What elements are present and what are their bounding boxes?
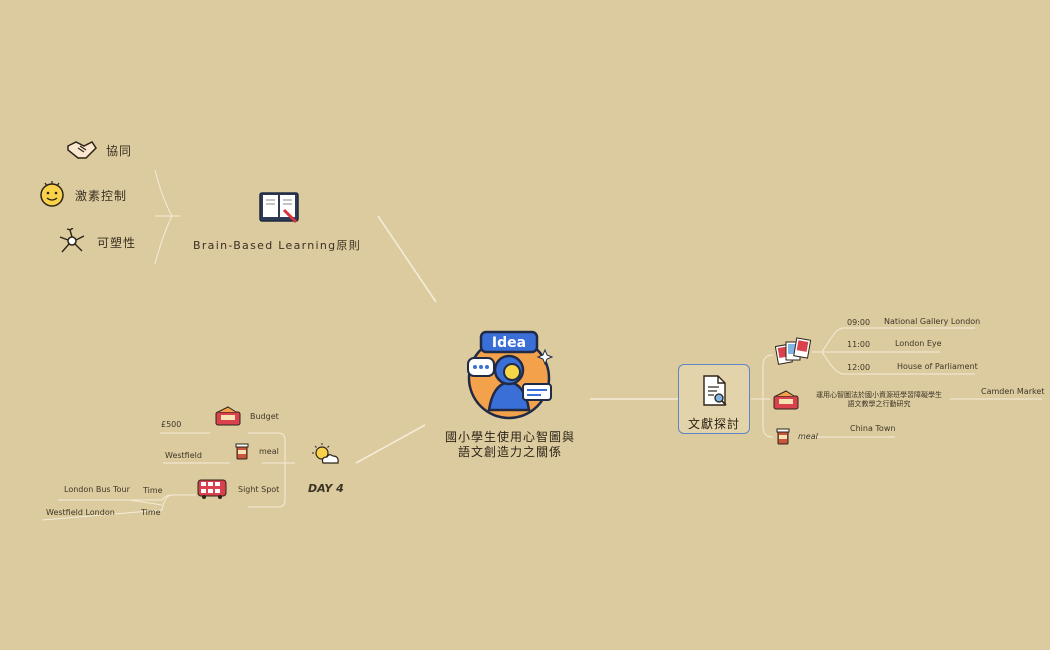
paper-title[interactable]: 運用心智圖法於國小資源班學習障礙學生 語文教學之行動研究 xyxy=(816,391,942,408)
sight-spot-label[interactable]: Sight Spot xyxy=(238,485,280,494)
open-book-pen-icon xyxy=(259,192,299,224)
sight-time-1[interactable]: Time xyxy=(143,486,163,495)
wallet-icon xyxy=(215,406,241,426)
central-title: 國小學生使用心智圖與 語文創造力之關係 xyxy=(444,430,575,459)
meal-value[interactable]: Westfield xyxy=(165,451,202,460)
topic-day4[interactable]: DAY 4 xyxy=(308,482,344,495)
meal-label[interactable]: meal xyxy=(259,447,279,456)
budget-value[interactable]: £500 xyxy=(161,420,182,429)
main-branches xyxy=(355,215,678,464)
topic-literature-review[interactable]: 文獻探討 xyxy=(678,364,750,434)
double-decker-bus-icon xyxy=(197,479,227,499)
topic-brain-based-learning[interactable]: Brain-Based Learning原則 xyxy=(193,239,362,252)
photo-place-1[interactable]: National Gallery London xyxy=(884,317,981,326)
sun-cloud-icon xyxy=(312,443,339,464)
photo-time-2[interactable]: 11:00 xyxy=(847,340,871,349)
handshake-icon xyxy=(67,141,97,159)
neuron-icon xyxy=(59,228,85,253)
wallet-icon xyxy=(773,390,799,410)
sub-branches xyxy=(41,169,1042,521)
right-meal-child[interactable]: China Town xyxy=(850,424,896,433)
sight-place-1[interactable]: London Bus Tour xyxy=(64,485,130,494)
svg-text:Idea: Idea xyxy=(492,335,526,351)
photo-place-3[interactable]: House of Parliament xyxy=(897,362,978,371)
right-meal-label[interactable]: meal xyxy=(798,432,818,441)
child-plasticity[interactable]: 可塑性 xyxy=(97,236,137,250)
idea-lightbulb-icon: Idea xyxy=(467,330,554,420)
photo-place-2[interactable]: London Eye xyxy=(895,339,942,348)
sight-time-2[interactable]: Time xyxy=(141,508,161,517)
coffee-cup-icon xyxy=(776,428,790,445)
document-search-icon xyxy=(703,375,727,406)
child-hormone-control[interactable]: 激素控制 xyxy=(75,189,128,203)
coffee-cup-icon xyxy=(235,443,249,460)
photos-icon xyxy=(775,337,811,365)
central-topic[interactable]: Idea 國小學生使用心智圖與 語文創造力之關係 xyxy=(430,326,590,460)
photo-time-3[interactable]: 12:00 xyxy=(847,363,871,372)
literature-review-label: 文獻探討 xyxy=(687,417,740,431)
paper-child[interactable]: Camden Market xyxy=(981,387,1045,396)
photo-time-1[interactable]: 09:00 xyxy=(847,318,871,327)
smiley-face-icon xyxy=(40,181,64,207)
sight-place-2[interactable]: Westfield London xyxy=(46,508,115,517)
budget-label[interactable]: Budget xyxy=(250,412,279,421)
child-collaboration[interactable]: 協同 xyxy=(106,144,133,158)
